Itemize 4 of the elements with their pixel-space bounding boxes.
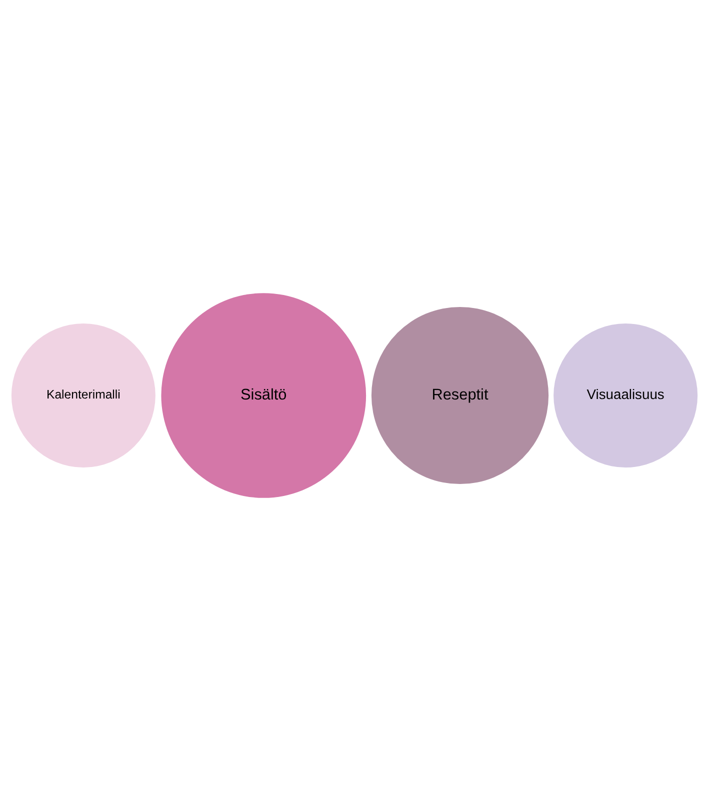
node-circle: Reseptit xyxy=(371,306,549,484)
node-circle: Sisältö xyxy=(161,292,366,498)
node-circle: Visuaalisuus xyxy=(554,323,698,467)
node-circle: Kalenterimalli xyxy=(11,323,156,467)
